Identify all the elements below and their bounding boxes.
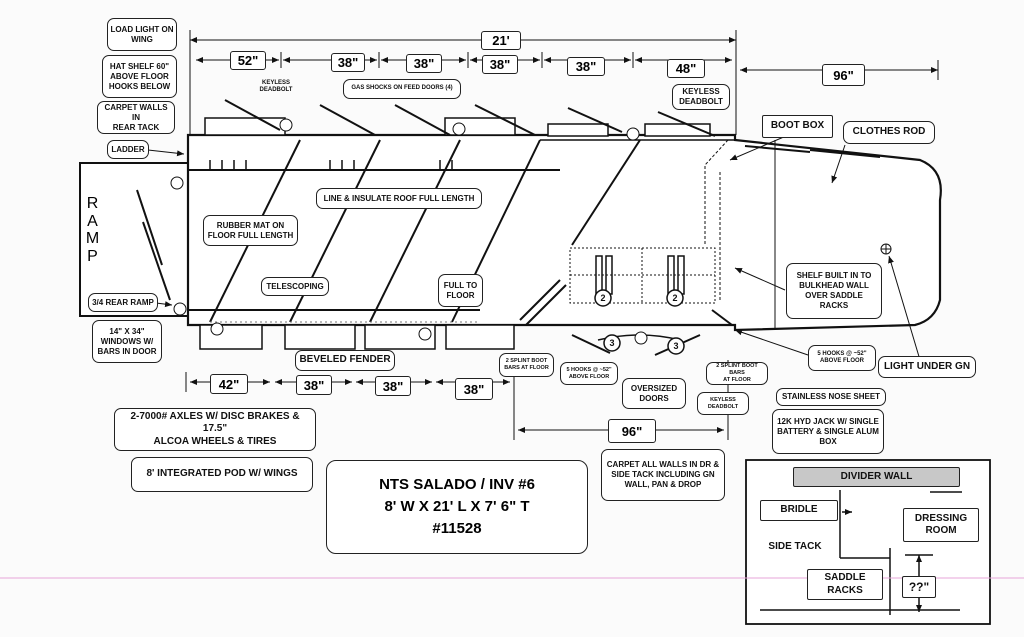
title-line-number: #11528 <box>432 519 482 537</box>
keyless-deadbolt-callout: KEYLESS DEADBOLT <box>672 84 730 110</box>
boot-box-callout: BOOT BOX <box>762 115 833 138</box>
beveled-fender-callout: BEVELED FENDER <box>295 350 395 371</box>
oversized-doors-callout: OVERSIZED DOORS <box>622 378 686 409</box>
splint-right-callout: 2 SPLINT BOOT BARS AT FLOOR <box>706 362 768 385</box>
carpet-all-callout: CARPET ALL WALLS IN DR & SIDE TACK INCLU… <box>601 449 725 501</box>
dimension-label: 38" <box>482 55 518 74</box>
ladder-callout: LADDER <box>107 140 149 159</box>
rubber-mat-callout: RUBBER MAT ON FLOOR FULL LENGTH <box>203 215 298 246</box>
rear-ramp-callout: 3/4 REAR RAMP <box>88 293 158 312</box>
dimension-label: 42" <box>210 374 248 394</box>
light-under-gn-callout: LIGHT UNDER GN <box>878 356 976 378</box>
pod-callout: 8' INTEGRATED POD W/ WINGS <box>131 457 313 492</box>
telescoping-callout: TELESCOPING <box>261 277 329 296</box>
title-line-size: 8' W X 21' L X 7' 6" T <box>384 498 530 516</box>
hyd-jack-callout: 12K HYD JACK W/ SINGLE BATTERY & SINGLE … <box>772 409 884 454</box>
five-hooks-mid-callout: 5 HOOKS @ ~52" ABOVE FLOOR <box>560 362 618 385</box>
dimension-label: 38" <box>455 378 493 400</box>
gas-shocks-callout: GAS SHOCKS ON FEED DOORS (4) <box>343 79 461 99</box>
trailer-body-outline <box>186 133 942 332</box>
dimension-label: 38" <box>567 57 605 76</box>
stainless-nose-callout: STAINLESS NOSE SHEET <box>776 388 886 406</box>
ramp-letter: R <box>86 195 100 212</box>
windows-callout: 14" X 34" WINDOWS W/ BARS IN DOOR <box>92 320 162 363</box>
dimension-label: 38" <box>375 376 411 396</box>
full-to-floor-callout: FULL TO FLOOR <box>438 274 483 307</box>
ramp-letter: P <box>87 247 99 265</box>
dimension-label: 96" <box>822 64 865 86</box>
line-insulate-callout: LINE & INSULATE ROOF FULL LENGTH <box>316 188 482 209</box>
overall-length-dimension: 21' <box>481 31 521 50</box>
bridle-label: BRIDLE <box>760 500 838 521</box>
keyless-deadbolt-small-label: KEYLESS DEADBOLT <box>259 80 293 94</box>
ramp-panel <box>79 162 189 317</box>
stall-number: 2 <box>672 293 678 303</box>
clothes-rod-callout: CLOTHES ROD <box>843 121 935 144</box>
title-block: NTS SALADO / INV #6 8' W X 21' L X 7' 6"… <box>326 460 588 554</box>
ramp-letter: M <box>85 230 101 248</box>
dimension-label: 38" <box>406 54 442 73</box>
load-light-callout: LOAD LIGHT ON WING <box>107 18 177 51</box>
dressing-room-label: DRESSING ROOM <box>903 508 979 542</box>
saddle-racks-label: SADDLE RACKS <box>807 569 883 600</box>
carpet-walls-rear-callout: CARPET WALLS IN REAR TACK <box>97 101 175 134</box>
splint-left-callout: 2 SPLINT BOOT BARS AT FLOOR <box>499 353 554 377</box>
dimension-label: 38" <box>331 53 365 72</box>
stall-number: 2 <box>600 293 606 303</box>
axles-callout: 2-7000# AXLES W/ DISC BRAKES & 17.5" ALC… <box>114 408 316 451</box>
gooseneck-dimension: 96" <box>608 419 656 443</box>
side-tack-label: SIDE TACK <box>768 541 822 552</box>
dimension-label: 48" <box>667 59 705 78</box>
five-hooks-right-callout: 5 HOOKS @ ~52" ABOVE FLOOR <box>808 345 876 371</box>
dimension-label: 38" <box>296 375 332 395</box>
stall-number: 3 <box>673 341 679 351</box>
divider-wall-label: DIVIDER WALL <box>793 467 960 487</box>
title-line-model: NTS SALADO / INV #6 <box>379 476 535 494</box>
ramp-letter: A <box>87 212 99 230</box>
ramp-label: R A M P <box>84 195 102 265</box>
unknown-dimension-label: ??" <box>902 576 936 598</box>
keyless-deadbolt-bottom-callout: KEYLESS DEADBOLT <box>697 392 749 415</box>
hat-shelf-callout: HAT SHELF 60" ABOVE FLOOR HOOKS BELOW <box>102 55 177 98</box>
dimension-label: 52" <box>230 51 266 70</box>
shelf-built-callout: SHELF BUILT IN TO BULKHEAD WALL OVER SAD… <box>786 263 882 319</box>
light-icon <box>170 118 648 345</box>
stall-number: 3 <box>609 338 615 348</box>
